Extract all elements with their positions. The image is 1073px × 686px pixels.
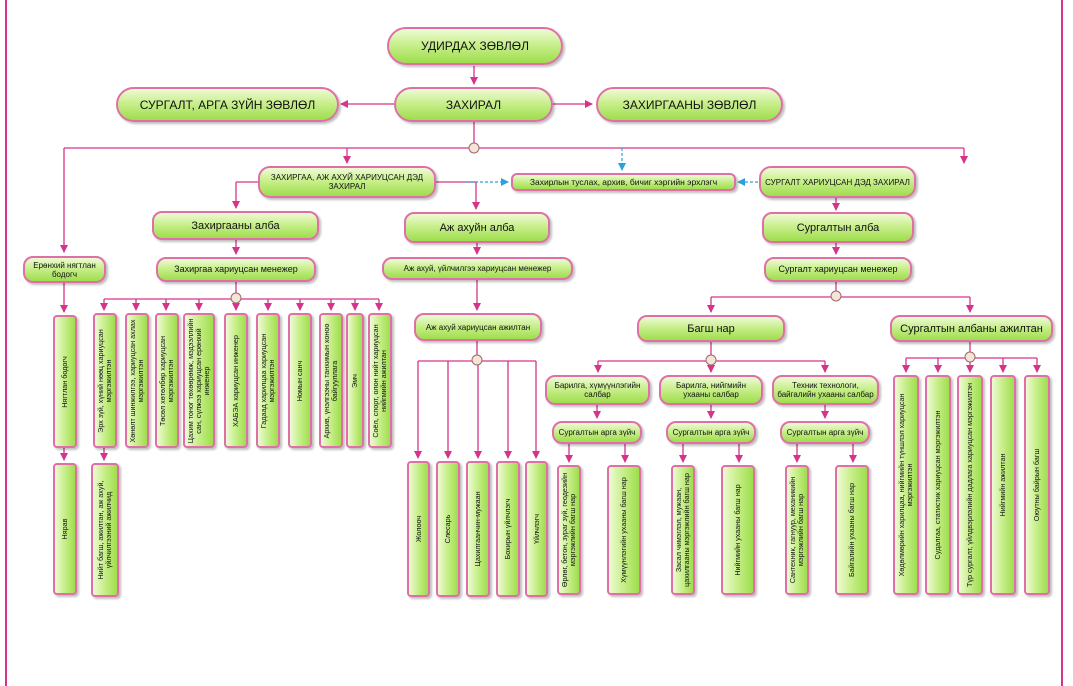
admin-staff-item: Эмч xyxy=(346,313,364,448)
admin-staff-item: Соёл, спорт, олон нийт хариуцсан нийгмий… xyxy=(368,313,392,448)
admin-sub-label: Нийт багш, ажилтан, аж ахуй, үйлчилгээни… xyxy=(96,480,113,580)
teacher-group-label: Байгалийн ухааны багш нар xyxy=(847,483,856,577)
chief-accountant-node: Ерөнхий нягтлан бодогч xyxy=(23,256,106,283)
admin-staff-item: ХАБЭА хариуцсан инженер xyxy=(224,313,248,448)
training-staff-node: Сургалтын албаны ажилтан xyxy=(890,315,1053,342)
admin-staff-label: Гадаад харилцаа хариуцсан мэргэжилтэн xyxy=(259,333,276,428)
admin-council-node: ЗАХИРГААНЫ ЗӨВЛӨЛ xyxy=(596,87,783,122)
page-frame xyxy=(5,0,1063,686)
training-staff-item: Оюутны байрын багш xyxy=(1024,375,1050,595)
teacher-group-label: Хүмүүнлэгийн ухааны багш нар xyxy=(619,477,628,583)
admin-staff-label: Төсөл хөтөлбөр хариуцсан мэргэжилтэн xyxy=(158,335,175,426)
training-staff-label: Нийгмийн ажилтан xyxy=(998,453,1007,517)
sector-node: Техник технологи, байгалийн ухааны салба… xyxy=(772,375,879,405)
accountant-label: Нягтлан бодогч xyxy=(60,355,69,408)
training-staff-item: Түр сургалт, үйлдвэрлэлийн дадлага хариу… xyxy=(957,375,983,595)
household-worker-label: Үйлчлэгч xyxy=(531,513,541,545)
admin-staff-label: ХАБЭА хариуцсан инженер xyxy=(231,334,240,427)
teacher-group-label: Өрлөг, бетон, зураг зүй, геодезийн мэргэ… xyxy=(560,472,577,588)
admin-staff-item: Төсөл хөтөлбөр хариуцсан мэргэжилтэн xyxy=(155,313,179,448)
household-worker-label: Жолооч xyxy=(413,515,423,543)
sector-node: Барилга, хүмүүнлэгийн салбар xyxy=(545,375,650,405)
teacher-group-node: Засал чимэглэл, мужаан, цахилгааны мэргэ… xyxy=(671,465,695,595)
admin-staff-label: Эмч xyxy=(350,373,359,388)
teacher-group-node: Нийгмийн ухааны багш нар xyxy=(721,465,755,595)
methods-council-node: СУРГАЛТ, АРГА ЗҮЙН ЗӨВЛӨЛ xyxy=(116,87,339,122)
training-staff-label: Оюутны байрын багш xyxy=(1032,448,1041,522)
methodologist-node: Сургалтын арга зүйч xyxy=(780,421,870,444)
household-worker-item: Слесарь xyxy=(436,461,460,597)
household-worker-label: Цахилгаанчин-мужаан xyxy=(473,491,482,567)
training-staff-item: Нийгмийн ажилтан xyxy=(990,375,1016,595)
accountant-node: Нягтлан бодогч xyxy=(53,315,77,448)
training-office-node: Сургалтын алба xyxy=(762,212,914,243)
teacher-group-node: Сантехник, гагнуур, механикийн мэргэжлий… xyxy=(785,465,809,595)
admin-sub-node: Нийт багш, ажилтан, аж ахуй, үйлчилгээни… xyxy=(91,463,119,597)
household-worker-item: Жолооч xyxy=(407,461,430,597)
admin-staff-label: Номын санч xyxy=(295,360,304,401)
training-staff-label: Түр сургалт, үйлдвэрлэлийн дадлага хариу… xyxy=(965,383,974,587)
teachers-node: Багш нар xyxy=(637,315,785,342)
training-staff-item: Судалгаа, статистик хариуцсан мэргэжилтэ… xyxy=(925,375,951,595)
teacher-group-node: Өрлөг, бетон, зураг зүй, геодезийн мэргэ… xyxy=(557,465,581,595)
director-node: ЗАХИРАЛ xyxy=(394,87,553,122)
teacher-group-label: Нийгмийн ухааны багш нар xyxy=(733,484,742,576)
training-deputy-node: СУРГАЛТ ХАРИУЦСАН ДЭД ЗАХИРАЛ xyxy=(759,166,916,198)
admin-staff-label: Хөнөлт шинжилгээ, хариуцсан ахлах мэргэж… xyxy=(128,318,145,443)
training-manager-node: Сургалт хариуцсан менежер xyxy=(764,257,912,282)
admin-staff-item: Архив, үнэлгээны танхимын хоноо байгуулл… xyxy=(319,313,343,448)
training-staff-item: Хөдөлмөрийн харилцаа, нийгмийн түншлэл х… xyxy=(893,375,919,595)
teacher-group-node: Байгалийн ухааны багш нар xyxy=(835,465,869,595)
assistant-node: Захирлын туслах, архив, бичиг хэргийн эр… xyxy=(511,173,736,191)
admin-staff-label: Архив, үнэлгээны танхимын хоноо байгуулл… xyxy=(322,323,339,438)
household-staff-node: Аж ахуй хариуцсан ажилтан xyxy=(414,313,542,341)
admin-office-node: Захиргааны алба xyxy=(152,211,319,240)
cashier-label: Нярав xyxy=(60,518,69,540)
admin-staff-label: Соёл, спорт, олон нийт хариуцсан нийгмий… xyxy=(371,323,388,438)
teacher-group-label: Сантехник, гагнуур, механикийн мэргэжлий… xyxy=(788,476,805,584)
teacher-group-label: Засал чимэглэл, мужаан, цахилгааны мэргэ… xyxy=(674,473,691,587)
household-office-node: Аж ахуйн алба xyxy=(404,212,550,243)
methodologist-node: Сургалтын арга зүйч xyxy=(666,421,756,444)
admin-deputy-node: ЗАХИРГАА, АЖ АХУЙ ХАРИУЦСАН ДЭД ЗАХИРАЛ xyxy=(258,166,436,198)
household-worker-item: Үйлчлэгч xyxy=(525,461,548,597)
admin-staff-item: Цахим тоног төхөөрөмж, мэдээллийн сан, с… xyxy=(183,313,215,448)
training-staff-label: Хөдөлмөрийн харилцаа, нийгмийн түншлэл х… xyxy=(897,393,914,577)
admin-manager-node: Захиргаа хариуцсан менежер xyxy=(156,257,316,282)
household-manager-node: Аж ахуй, үйлчилгээ хариуцсан менежер xyxy=(382,257,573,280)
admin-staff-label: Цахим тоног төхөөрөмж, мэдээллийн сан, с… xyxy=(186,318,211,443)
teacher-group-node: Хүмүүнлэгийн ухааны багш нар xyxy=(607,465,641,595)
admin-staff-item: Гадаад харилцаа хариуцсан мэргэжилтэн xyxy=(256,313,280,448)
sector-node: Барилга, нийгмийн ухааны салбар xyxy=(659,375,763,405)
methodologist-node: Сургалтын арга зүйч xyxy=(552,421,642,444)
cashier-node: Нярав xyxy=(53,463,77,595)
household-worker-label: Слесарь xyxy=(443,514,452,544)
admin-staff-item: Номын санч xyxy=(288,313,312,448)
household-worker-item: Цахилгаанчин-мужаан xyxy=(466,461,490,597)
board-node: УДИРДАХ ЗӨВЛӨЛ xyxy=(387,27,563,65)
training-staff-label: Судалгаа, статистик хариуцсан мэргэжилтэ… xyxy=(933,410,942,560)
admin-staff-item: Хөнөлт шинжилгээ, хариуцсан ахлах мэргэж… xyxy=(125,313,149,448)
household-worker-item: Бохирын үйлчлэгч xyxy=(496,461,520,597)
admin-staff-label: Эрх зүй, хүний нөөц хариуцсан мэргэжилтэ… xyxy=(96,328,113,433)
household-worker-label: Бохирын үйлчлэгч xyxy=(503,498,512,560)
admin-staff-item: Эрх зүй, хүний нөөц хариуцсан мэргэжилтэ… xyxy=(93,313,117,448)
